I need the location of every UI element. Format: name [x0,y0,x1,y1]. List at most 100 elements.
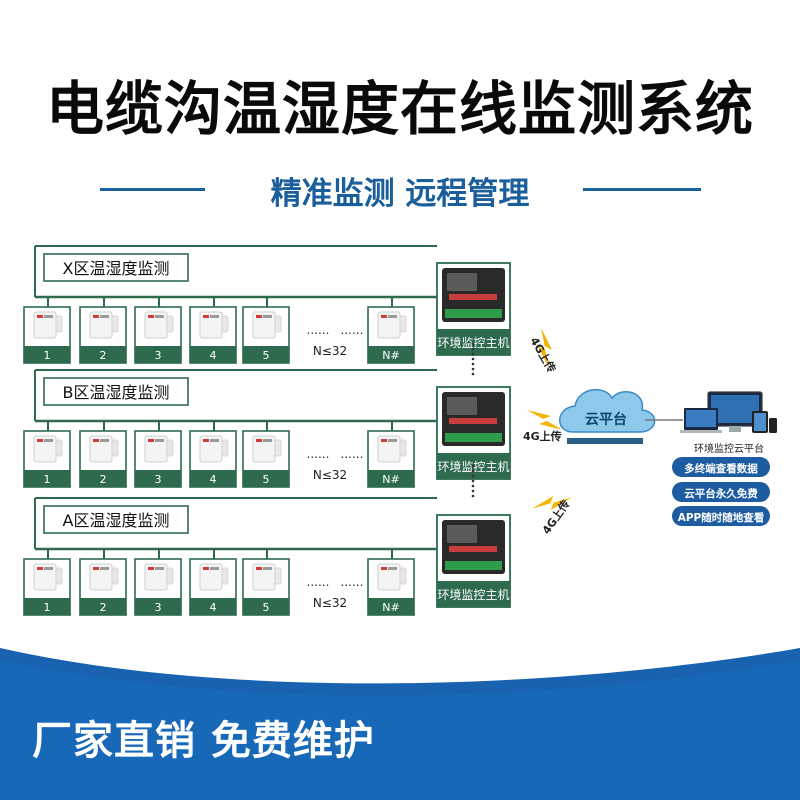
sensor-led [148,315,154,318]
sensor-number-bar [243,598,289,615]
cloud-icon [559,388,656,433]
sensor-led [148,439,154,442]
sensor-3: 3 [134,549,182,616]
feature-badge-2: APP随时随地查看 [672,506,770,526]
sensor-2: 2 [79,549,127,616]
sensor-probe [55,439,63,457]
sensor-N#: N# [367,549,415,616]
upload-label-middle: 4G上传 [523,429,562,443]
sensor-probe [55,315,63,333]
sensor-number-bar [190,470,236,487]
sensor-number: 5 [263,601,270,614]
sensor-led [203,315,209,318]
sensor-2: 2 [79,297,127,364]
sensor-probe [111,439,119,457]
zone-label: B区温湿度监测 [63,383,170,402]
sensor-screen [210,315,219,318]
sensor-probe [274,439,282,457]
sensor-number: 3 [155,349,162,362]
host-display [447,397,477,415]
sensor-probe [55,567,63,585]
cloud-platform: 云平台 [559,388,656,444]
zone-label-box [43,253,189,282]
sensor-number-bar [368,346,414,363]
sensor-led [203,439,209,442]
sensor-screen [44,567,53,570]
host-link-dot [471,484,475,488]
sensor-number-bar [24,598,70,615]
sensor-N#: N# [367,297,415,364]
host-link-dot [471,494,475,498]
feature-badge-1: 云平台永久免费 [672,482,770,502]
sensor-screen [388,567,397,570]
sensor-3: 3 [134,421,182,488]
sensor-number: 3 [155,601,162,614]
page-subtitle: 精准监测 远程管理 [270,176,530,212]
host-label-bar [437,329,510,355]
sensor-number-bar [135,598,181,615]
host-label: 环境监控主机 [437,587,509,602]
laptop-screen [686,410,716,427]
feature-badge [672,457,770,477]
sensor-number-bar [243,470,289,487]
zone-label-box [43,505,189,534]
monitoring-host: 环境监控主机 [436,514,511,608]
lightning-icon [532,495,572,511]
host-link-dot [471,479,475,483]
sensor-number: 1 [44,349,51,362]
sensor-screen [44,315,53,318]
sensor-number: 2 [100,473,107,486]
sensor-number-bar [135,470,181,487]
sensor-probe [274,567,282,585]
sensor-number: 2 [100,349,107,362]
sensor-number-bar [135,346,181,363]
bolt-2 [532,495,572,511]
lightning-icon [538,327,552,369]
sensor-ellipsis-left: ...... [307,323,330,337]
cloud-label: 云平台 [585,411,627,428]
sensor-number-bar [190,346,236,363]
host-link-dot [471,367,475,371]
sensor-4: 4 [189,297,237,364]
sensor-led [256,439,262,442]
laptop-base [680,430,722,433]
sensor-number: 5 [263,349,270,362]
sensor-led [93,439,99,442]
sensor-number-bar [80,598,126,615]
sensor-count-note: N≤32 [313,468,347,482]
sensor-5: 5 [242,549,290,616]
sensor-number: N# [382,601,399,614]
sensor-led [37,567,43,570]
sensor-probe [399,567,407,585]
host-link-dot [471,372,475,376]
monitoring-host: 环境监控主机 [436,262,511,356]
platform-devices [680,391,777,433]
sensor-number: 1 [44,601,51,614]
sensor-led [37,439,43,442]
feature-label: 云平台永久免费 [684,487,758,500]
subtitle-row: 精准监测 远程管理 [0,168,800,212]
host-link-dot [471,352,475,356]
sensor-number: N# [382,473,399,486]
system-diagram: X区温湿度监测12345N#............N≤32环境监控主机B区温湿… [23,245,777,616]
sensor-number: 2 [100,601,107,614]
sensor-5: 5 [242,297,290,364]
feature-label: APP随时随地查看 [678,511,765,524]
sensor-number: 3 [155,473,162,486]
sensor-screen [155,567,164,570]
sensor-number-bar [24,470,70,487]
sensor-led [381,439,387,442]
host-link-dot [471,362,475,366]
sensor-probe [111,315,119,333]
sensor-number-bar [368,470,414,487]
host-label-bar [437,581,510,607]
zone-label: X区温湿度监测 [63,259,170,278]
sensor-probe [221,439,229,457]
tablet-screen [754,413,766,431]
zone-label-box [43,377,189,406]
sensor-probe [111,567,119,585]
sensor-screen [44,439,53,442]
monitor-screen [711,395,759,423]
host-panel [449,418,497,424]
